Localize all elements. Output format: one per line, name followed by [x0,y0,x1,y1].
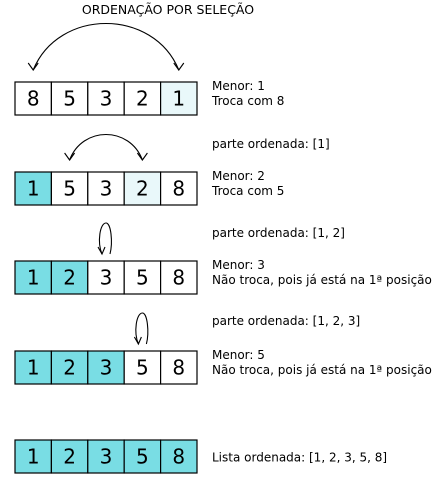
cell-value: 5 [136,266,149,290]
array-cell: 3 [87,439,125,474]
array-cell: 1 [14,439,53,474]
arrow-head [64,152,76,161]
cell-value: 1 [172,87,185,111]
sorted-part-label: parte ordenada: [1, 2, 3] [212,314,360,328]
cell-box [50,171,89,206]
array-cell: 5 [123,350,162,385]
cell-value: 2 [63,266,76,290]
arrow-head [97,246,106,256]
arrow-head [133,336,142,346]
array-cell: 1 [14,350,53,385]
cell-value: 1 [27,356,40,380]
array-cell: 3 [87,81,125,116]
arrow-head [173,62,185,71]
cell-value: 5 [136,356,149,380]
cell-value: 8 [172,356,185,380]
swap-note: Não troca, pois já está na 1ª posição [212,363,432,377]
array-cell: 2 [123,81,162,116]
array-cell: 3 [87,171,125,206]
self-arrow [98,222,112,255]
cell-value: 3 [100,87,113,111]
min-note: Menor: 1 [212,79,265,93]
cell-value: 8 [172,177,185,201]
arrow-head [27,62,39,71]
array-cell: 1 [160,81,198,116]
array-cell: 5 [50,171,89,206]
array-cell: 5 [123,260,162,295]
array-cell: 8 [160,350,198,385]
array-cell: 8 [160,439,198,474]
cell-box [160,260,198,295]
array-cell: 3 [87,260,125,295]
cell-value: 8 [172,266,185,290]
cell-box [50,439,89,474]
array-cell: 8 [160,260,198,295]
cell-box [160,81,198,116]
cell-box [14,260,53,295]
cell-box [160,439,198,474]
cell-value: 1 [27,266,40,290]
cell-value: 2 [136,87,149,111]
array-cell: 2 [50,350,89,385]
cell-value: 1 [27,177,40,201]
cell-value: 2 [136,177,149,201]
array-cell: 2 [50,439,89,474]
cell-box [14,81,53,116]
array-cell: 1 [14,171,53,206]
swap-note: Não troca, pois já está na 1ª posição [212,273,432,287]
array-cell: 2 [123,171,162,206]
min-note: Lista ordenada: [1, 2, 3, 5, 8] [212,451,387,465]
diagram-title: ORDENAÇÃO POR SELEÇÃO [82,2,254,17]
cell-value: 2 [63,356,76,380]
cell-value: 2 [63,445,76,469]
cell-value: 8 [27,87,40,111]
min-note: Menor: 5 [212,348,265,362]
cell-box [160,350,198,385]
array-cell: 1 [14,260,53,295]
cell-box [87,171,125,206]
swap-note: Troca com 8 [211,94,284,108]
cell-value: 5 [63,87,76,111]
cell-value: 3 [100,177,113,201]
cell-value: 1 [27,445,40,469]
array-cell: 5 [50,81,89,116]
swap-arrow [32,22,180,71]
array-cell: 8 [160,171,198,206]
cell-value: 8 [172,445,185,469]
arrow-head [136,152,148,161]
cell-box [14,171,53,206]
cell-value: 5 [63,177,76,201]
swap-arrow [69,134,143,161]
min-note: Menor: 3 [212,258,265,272]
cell-box [50,260,89,295]
cell-box [87,81,125,116]
min-note: Menor: 2 [212,169,265,183]
array-cell: 8 [14,81,53,116]
array-cell: 5 [123,439,162,474]
array-cell: 3 [87,350,125,385]
cell-value: 3 [100,356,113,380]
array-cell: 2 [50,260,89,295]
cell-box [50,81,89,116]
cell-value: 3 [100,445,113,469]
swap-note: Troca com 5 [211,184,284,198]
sorted-part-label: parte ordenada: [1] [212,137,330,151]
cell-box [123,350,162,385]
cell-box [160,171,198,206]
cell-box [87,350,125,385]
sorted-part-label: parte ordenada: [1, 2] [212,226,345,240]
cell-value: 3 [100,266,113,290]
cell-box [14,439,53,474]
cell-value: 5 [136,445,149,469]
self-arrow [135,312,149,345]
cell-box [123,439,162,474]
cell-box [123,171,162,206]
cell-box [87,260,125,295]
